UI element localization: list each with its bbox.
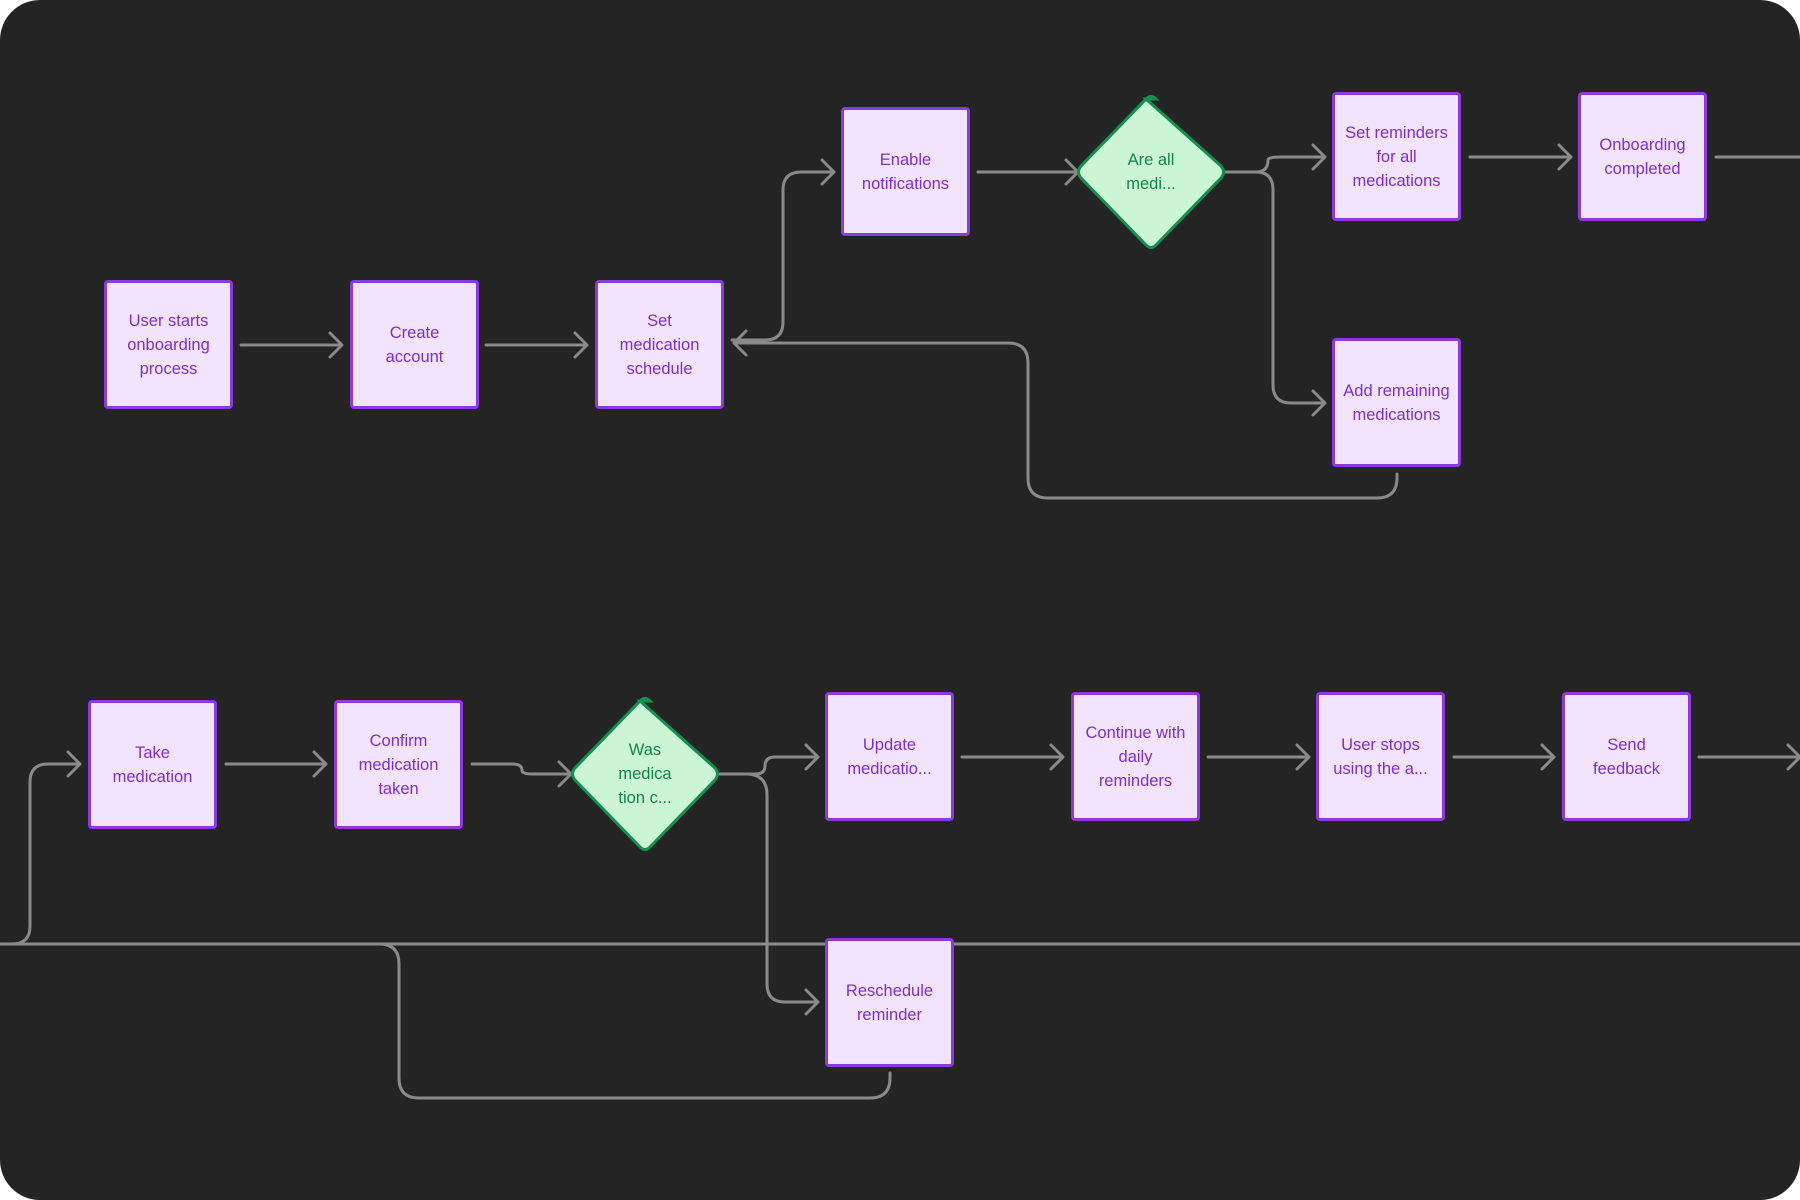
node-send-feedback[interactable]: Send feedback <box>1562 692 1691 821</box>
decision-label-box: Was medica tion c... <box>605 734 685 814</box>
node-label: Set medication schedule <box>619 311 700 378</box>
node-create-account[interactable]: Create account <box>350 280 479 409</box>
arrowhead <box>328 331 344 359</box>
node-update-medication[interactable]: Update medicatio... <box>825 692 954 821</box>
arrowhead <box>804 743 820 771</box>
node-user-stops-using[interactable]: User stops using the a... <box>1316 692 1445 821</box>
node-set-medication-schedule[interactable]: Set medication schedule <box>595 280 724 409</box>
decision-label: Are all medi... <box>1126 151 1176 193</box>
node-enable-notifications[interactable]: Enable notifications <box>841 107 970 236</box>
node-label: Reschedule reminder <box>845 981 934 1024</box>
node-label: Confirm medication taken <box>358 731 439 798</box>
decision-are-all-medications[interactable]: Are all medi... <box>1074 95 1228 249</box>
node-take-medication[interactable]: Take medication <box>88 700 217 829</box>
arrowhead <box>1540 743 1556 771</box>
decision-label: Was medica tion c... <box>618 741 672 807</box>
connector-decision-to-set-reminders <box>1223 155 1325 174</box>
arrowhead <box>1049 743 1065 771</box>
connector-decision-to-update <box>714 755 818 776</box>
decision-label-box: Are all medi... <box>1111 132 1191 212</box>
node-label: User starts onboarding process <box>127 311 210 378</box>
node-reschedule-reminder[interactable]: Reschedule reminder <box>825 938 954 1067</box>
arrowhead <box>1311 389 1327 417</box>
arrowhead <box>312 750 328 778</box>
arrowhead <box>732 329 748 357</box>
arrowhead <box>1786 743 1800 771</box>
arrowhead <box>1311 143 1327 171</box>
node-label: Add remaining medications <box>1343 381 1450 424</box>
connector-decision-to-reschedule <box>744 772 818 1004</box>
arrowhead <box>1295 743 1311 771</box>
arrowhead <box>1557 143 1573 171</box>
node-label: Create account <box>385 323 444 366</box>
node-label: Continue with daily reminders <box>1085 723 1186 790</box>
decision-was-medication-taken[interactable]: Was medica tion c... <box>568 697 722 851</box>
node-confirm-medication-taken[interactable]: Confirm medication taken <box>334 700 463 829</box>
node-set-reminders-all[interactable]: Set reminders for all medications <box>1332 92 1461 221</box>
node-label: Set reminders for all medications <box>1345 123 1448 190</box>
node-label: Take medication <box>112 743 193 786</box>
arrowhead <box>820 158 836 186</box>
node-label: User stops using the a... <box>1333 735 1428 778</box>
arrowhead <box>573 331 589 359</box>
node-label: Onboarding completed <box>1599 135 1686 178</box>
node-continue-daily-reminders[interactable]: Continue with daily reminders <box>1071 692 1200 821</box>
node-label: Update medicatio... <box>847 735 932 778</box>
node-label: Enable notifications <box>861 150 950 193</box>
connector-decision-to-add-remaining <box>1254 170 1325 405</box>
arrowhead <box>804 988 820 1016</box>
connector-offscreen-to-take-medication <box>0 762 80 946</box>
connector-add-remaining-loop-back <box>733 341 1399 500</box>
arrowhead <box>66 750 82 778</box>
node-add-remaining-medications[interactable]: Add remaining medications <box>1332 338 1461 467</box>
node-user-starts-onboarding[interactable]: User starts onboarding process <box>104 280 233 409</box>
connector-reschedule-loop-back <box>358 942 892 1100</box>
connector-schedule-to-notifications <box>730 170 834 342</box>
node-onboarding-completed[interactable]: Onboarding completed <box>1578 92 1707 221</box>
node-label: Send feedback <box>1593 735 1660 778</box>
diamond-shape <box>571 697 719 851</box>
connector-confirm-to-decision <box>470 762 571 776</box>
diamond-shape <box>1077 95 1225 249</box>
